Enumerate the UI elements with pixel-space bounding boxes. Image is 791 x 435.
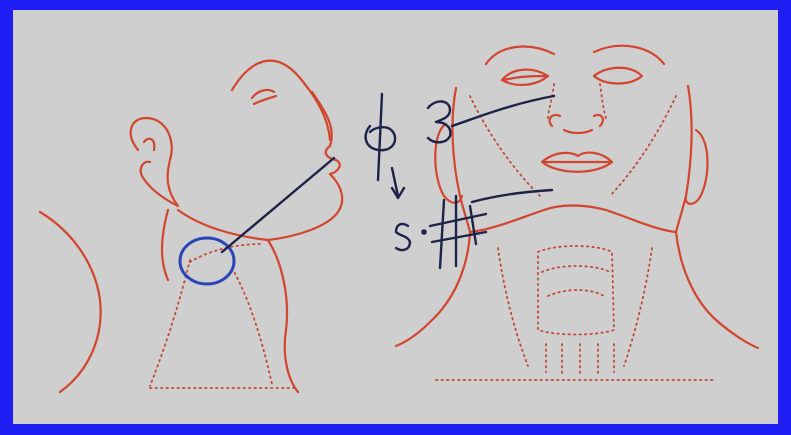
upper-pointer-line (452, 96, 554, 126)
profile-eye (252, 90, 276, 104)
number-three-drawing (428, 101, 450, 142)
front-face-dotted-left (470, 96, 540, 196)
front-thyroid-cartilage (542, 266, 610, 296)
front-lips (542, 153, 612, 172)
phi-symbol-drawing (366, 94, 395, 180)
front-left-brow (486, 47, 554, 64)
profile-neck-muscle-right (232, 268, 272, 384)
front-right-eye (594, 68, 642, 84)
profile-jaw-dotted (190, 244, 262, 262)
anatomy-sketch (13, 10, 778, 424)
dot-mark (421, 229, 427, 235)
front-left-eye (502, 70, 548, 85)
front-neck-muscle-left (498, 248, 528, 366)
profile-back-head (162, 210, 168, 280)
left-shoulder-curve (40, 212, 101, 392)
profile-neck-muscle-left (150, 260, 190, 386)
profile-ear-inner (144, 139, 154, 150)
down-arrow-stroke (392, 168, 404, 198)
profile-ear (131, 118, 178, 206)
front-face-dotted-right (610, 96, 676, 196)
front-right-cheek-outline (676, 86, 692, 232)
profile-chin-outline (268, 174, 342, 240)
front-jaw-outline (470, 206, 676, 233)
left-profile-figure (40, 61, 342, 392)
paper-background (13, 10, 778, 424)
profile-neck-front (268, 240, 298, 392)
lymph-node-circle-marker (180, 238, 234, 284)
front-nose (550, 115, 603, 133)
front-nose-bridge (548, 84, 606, 118)
front-neck-muscle-right (624, 248, 652, 366)
right-frontal-figure (396, 46, 758, 380)
profile-forehead-outline (232, 61, 330, 140)
front-right-neck-outline (676, 232, 758, 348)
handwritten-annotations (366, 94, 554, 268)
number-five-drawing (396, 224, 410, 250)
front-right-brow (594, 46, 664, 64)
front-trachea-rings (546, 344, 614, 376)
